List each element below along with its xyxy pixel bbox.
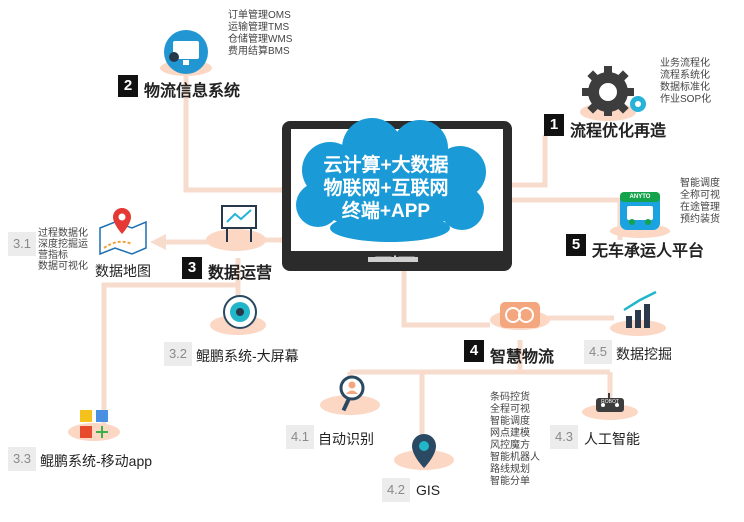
node-4-item: 网点建模 [490, 428, 530, 439]
node-1-badge: 1 [544, 114, 564, 136]
node-2-item: 仓储管理WMS [228, 34, 293, 45]
node-5-item: 在途管理 [680, 202, 720, 213]
node-3-2-title: 鲲鹏系统-大屏幕 [196, 348, 299, 364]
node-3-1-item: 深度挖掘运 [38, 239, 88, 250]
cloud-line-1: 云计算+大数据 [323, 155, 449, 176]
node-5-badge: 5 [566, 234, 586, 256]
node-1-title: 流程优化再造 [570, 123, 667, 140]
truck-app-icon-group [610, 192, 670, 238]
node-4-item: 智能分单 [490, 476, 530, 487]
node-4-item: 路线规划 [490, 464, 530, 475]
node-3-1-item: 数据可视化 [38, 261, 88, 272]
node-5-title: 无车承运人平台 [592, 243, 705, 260]
node-3-1-items: 过程数据化 深度挖掘运 营指标 数据可视化 [38, 228, 88, 272]
node-4-item: 智能调度 [490, 416, 530, 427]
eye-icon-group [210, 295, 266, 335]
node-1-item: 作业SOP化 [660, 94, 712, 105]
node-5-items: 智能调度 全称可视 在途管理 预约装货 [680, 178, 720, 226]
node-4-title: 智慧物流 [490, 349, 555, 366]
cloud-line-3: 终端+APP [341, 201, 431, 222]
arrow-head-3-1 [150, 234, 166, 250]
node-4-item: 智能机器人 [490, 452, 540, 463]
node-1-item: 流程系统化 [660, 70, 710, 81]
node-3-1-title: 数据地图 [95, 263, 151, 279]
node-4-5-title: 数据挖掘 [616, 346, 672, 362]
node-4-1-badge: 4.1 [286, 425, 314, 449]
node-3-3-title: 鲲鹏系统-移动app [40, 453, 153, 469]
rings-icon-group [490, 302, 550, 330]
node-3-1-item: 过程数据化 [38, 228, 88, 239]
truck-app-badge: ANYTO [629, 194, 651, 200]
node-4-item: 全程可视 [490, 404, 530, 415]
node-4-3-title: 人工智能 [584, 431, 640, 447]
node-5-item: 智能调度 [680, 178, 720, 189]
node-3-title: 数据运营 [208, 265, 273, 282]
node-4-2-badge: 4.2 [382, 478, 410, 502]
node-4-1-title: 自动识别 [318, 431, 374, 447]
node-4-item: 条码控货 [490, 392, 530, 403]
node-2-title: 物流信息系统 [144, 83, 241, 100]
node-1-items: 业务流程化 流程系统化 数据标准化 作业SOP化 [660, 58, 711, 106]
cloud-line-2: 物联网+互联网 [323, 178, 449, 199]
node-4-5-badge: 4.5 [584, 340, 612, 364]
node-2-item: 运输管理TMS [228, 22, 290, 33]
node-3-badge: 3 [182, 257, 202, 279]
node-4-badge: 4 [464, 340, 484, 362]
robot-label: ROBOT [601, 399, 619, 405]
node-4-2-title: GIS [416, 482, 441, 498]
node-2-item: 费用结算BMS [228, 46, 290, 57]
node-4-items: 条码控货 全程可视 智能调度 网点建模 风控魔方 智能机器人 路线规划 智能分单 [490, 392, 540, 488]
cloud-shape [296, 118, 486, 242]
location-pin-icon-group [394, 434, 454, 470]
node-2-items: 订单管理OMS 运输管理TMS 仓储管理WMS 费用结算BMS [228, 10, 292, 58]
node-3-3-badge: 3.3 [8, 447, 36, 471]
robot-icon-group [582, 393, 638, 420]
computer-icon-group [160, 30, 212, 76]
node-4-item: 风控魔方 [490, 440, 530, 451]
node-4-3-badge: 4.3 [550, 425, 578, 449]
node-1-item: 业务流程化 [660, 58, 710, 69]
bar-chart-icon-group [610, 290, 666, 336]
node-3-2-badge: 3.2 [164, 342, 192, 366]
node-1-item: 数据标准化 [660, 82, 710, 93]
person-search-icon-group [320, 375, 380, 415]
map-icon-group [99, 208, 147, 256]
node-3-1-item: 营指标 [38, 250, 68, 261]
node-2-item: 订单管理OMS [228, 10, 291, 21]
monitor-dots: ▬▬ • ▬▬ [375, 252, 415, 261]
chart-board-icon-group [206, 205, 266, 251]
node-5-item: 预约装货 [680, 214, 720, 225]
gear-icon-group [580, 66, 646, 121]
node-3-1-badge: 3.1 [8, 232, 36, 256]
node-5-item: 全称可视 [680, 190, 720, 201]
node-2-badge: 2 [118, 75, 138, 97]
app-blocks-icon-group [68, 410, 120, 441]
